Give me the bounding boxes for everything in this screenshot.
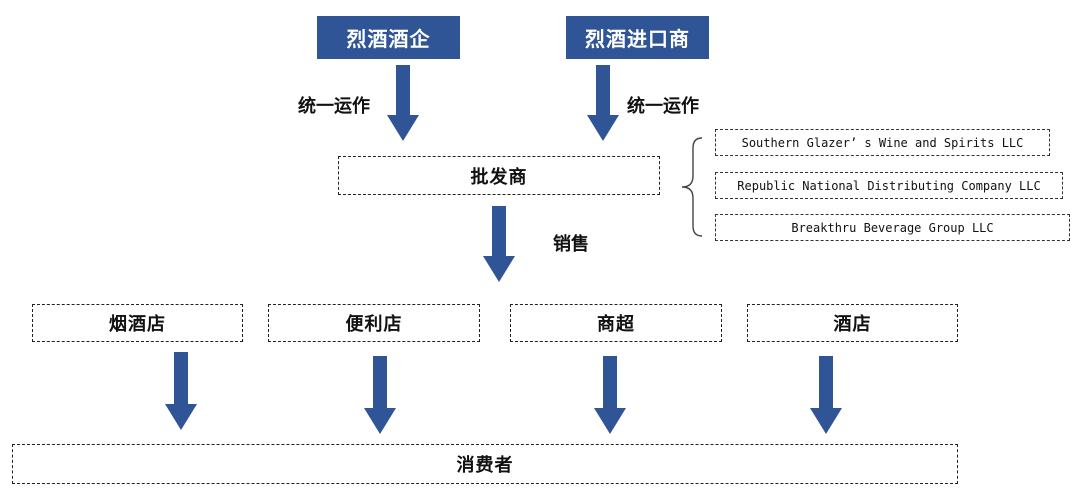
wholesaler-example-breakthru: Breakthru Beverage Group LLC (715, 214, 1070, 241)
consumer-box: 消费者 (12, 444, 958, 484)
wholesaler-example-southern-glazers: Southern Glazer’ s Wine and Spirits LLC (715, 129, 1050, 156)
wholesaler-label: 批发商 (470, 166, 528, 188)
consumer-label: 消费者 (456, 455, 514, 476)
retail-channel-label: 便利店 (345, 314, 403, 335)
retail-channel-label: 烟酒店 (109, 314, 166, 335)
unified-operation-label-left: 统一运作 (298, 96, 370, 117)
wholesaler-example-label: Breakthru Beverage Group LLC (791, 220, 994, 235)
arrow-hotel-to-consumer (810, 356, 842, 434)
arrow-convenience-store-to-consumer (364, 356, 396, 434)
arrow-tobacco-liquor-store-to-consumer (165, 352, 197, 430)
wholesaler-example-label: Southern Glazer’ s Wine and Spirits LLC (741, 135, 1024, 150)
spirits-importer-label: 烈酒进口商 (585, 27, 690, 51)
arrow-supermarket-to-consumer (594, 356, 626, 434)
spirits-importer-box: 烈酒进口商 (566, 16, 709, 59)
wholesaler-example-republic-national: Republic National Distributing Company L… (715, 172, 1063, 199)
retail-convenience-store: 便利店 (268, 304, 480, 342)
wholesaler-example-label: Republic National Distributing Company L… (737, 178, 1041, 193)
retail-channel-label: 酒店 (833, 314, 872, 335)
retail-hotel: 酒店 (747, 304, 958, 342)
arrow-wholesaler-to-retail (483, 206, 515, 282)
retail-tobacco-liquor-store: 烟酒店 (32, 304, 243, 342)
wholesaler-box: 批发商 (338, 156, 660, 195)
unified-operation-label-right: 统一运作 (627, 96, 699, 117)
retail-channel-label: 商超 (597, 314, 635, 335)
arrow-importer-to-wholesaler (587, 65, 619, 141)
retail-supermarket: 商超 (510, 304, 722, 342)
spirits-producer-label: 烈酒酒企 (346, 27, 431, 51)
wholesaler-examples-brace (681, 137, 703, 237)
arrow-producer-to-wholesaler (387, 65, 419, 141)
spirits-producer-box: 烈酒酒企 (317, 16, 460, 59)
sales-label: 销售 (553, 234, 589, 255)
